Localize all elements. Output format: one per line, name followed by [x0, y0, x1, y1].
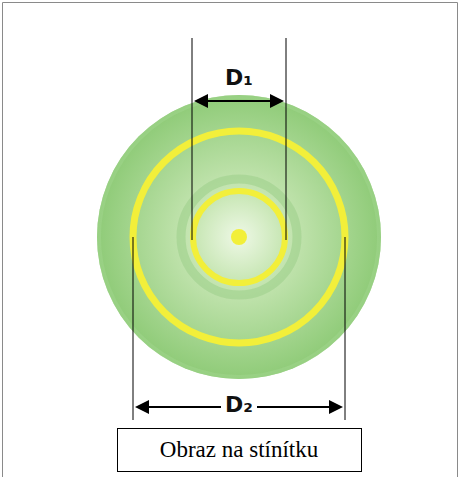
light-disk [97, 95, 381, 379]
extension-line [133, 237, 134, 420]
caption-text: Obraz na stínítku [160, 437, 318, 463]
central-spot [231, 229, 247, 245]
bright-ring [133, 131, 345, 343]
caption-box: Obraz na stínítku [117, 428, 362, 472]
arrow-head [135, 400, 149, 414]
dimension-arrow [200, 100, 278, 102]
extension-line [345, 237, 346, 420]
extension-line [192, 38, 193, 240]
arrow-head [194, 94, 208, 108]
frame-line [3, 2, 458, 3]
frame-line [2, 3, 3, 477]
dimension-label: D₁ [225, 66, 253, 90]
extension-line [286, 38, 287, 240]
bright-ring [193, 191, 285, 283]
arrow-head [270, 94, 284, 108]
dark-ring [181, 179, 297, 295]
disk-rim [99, 97, 379, 377]
arrow-head [329, 400, 343, 414]
dimension-label: D₂ [221, 393, 257, 417]
frame-line [457, 3, 458, 477]
